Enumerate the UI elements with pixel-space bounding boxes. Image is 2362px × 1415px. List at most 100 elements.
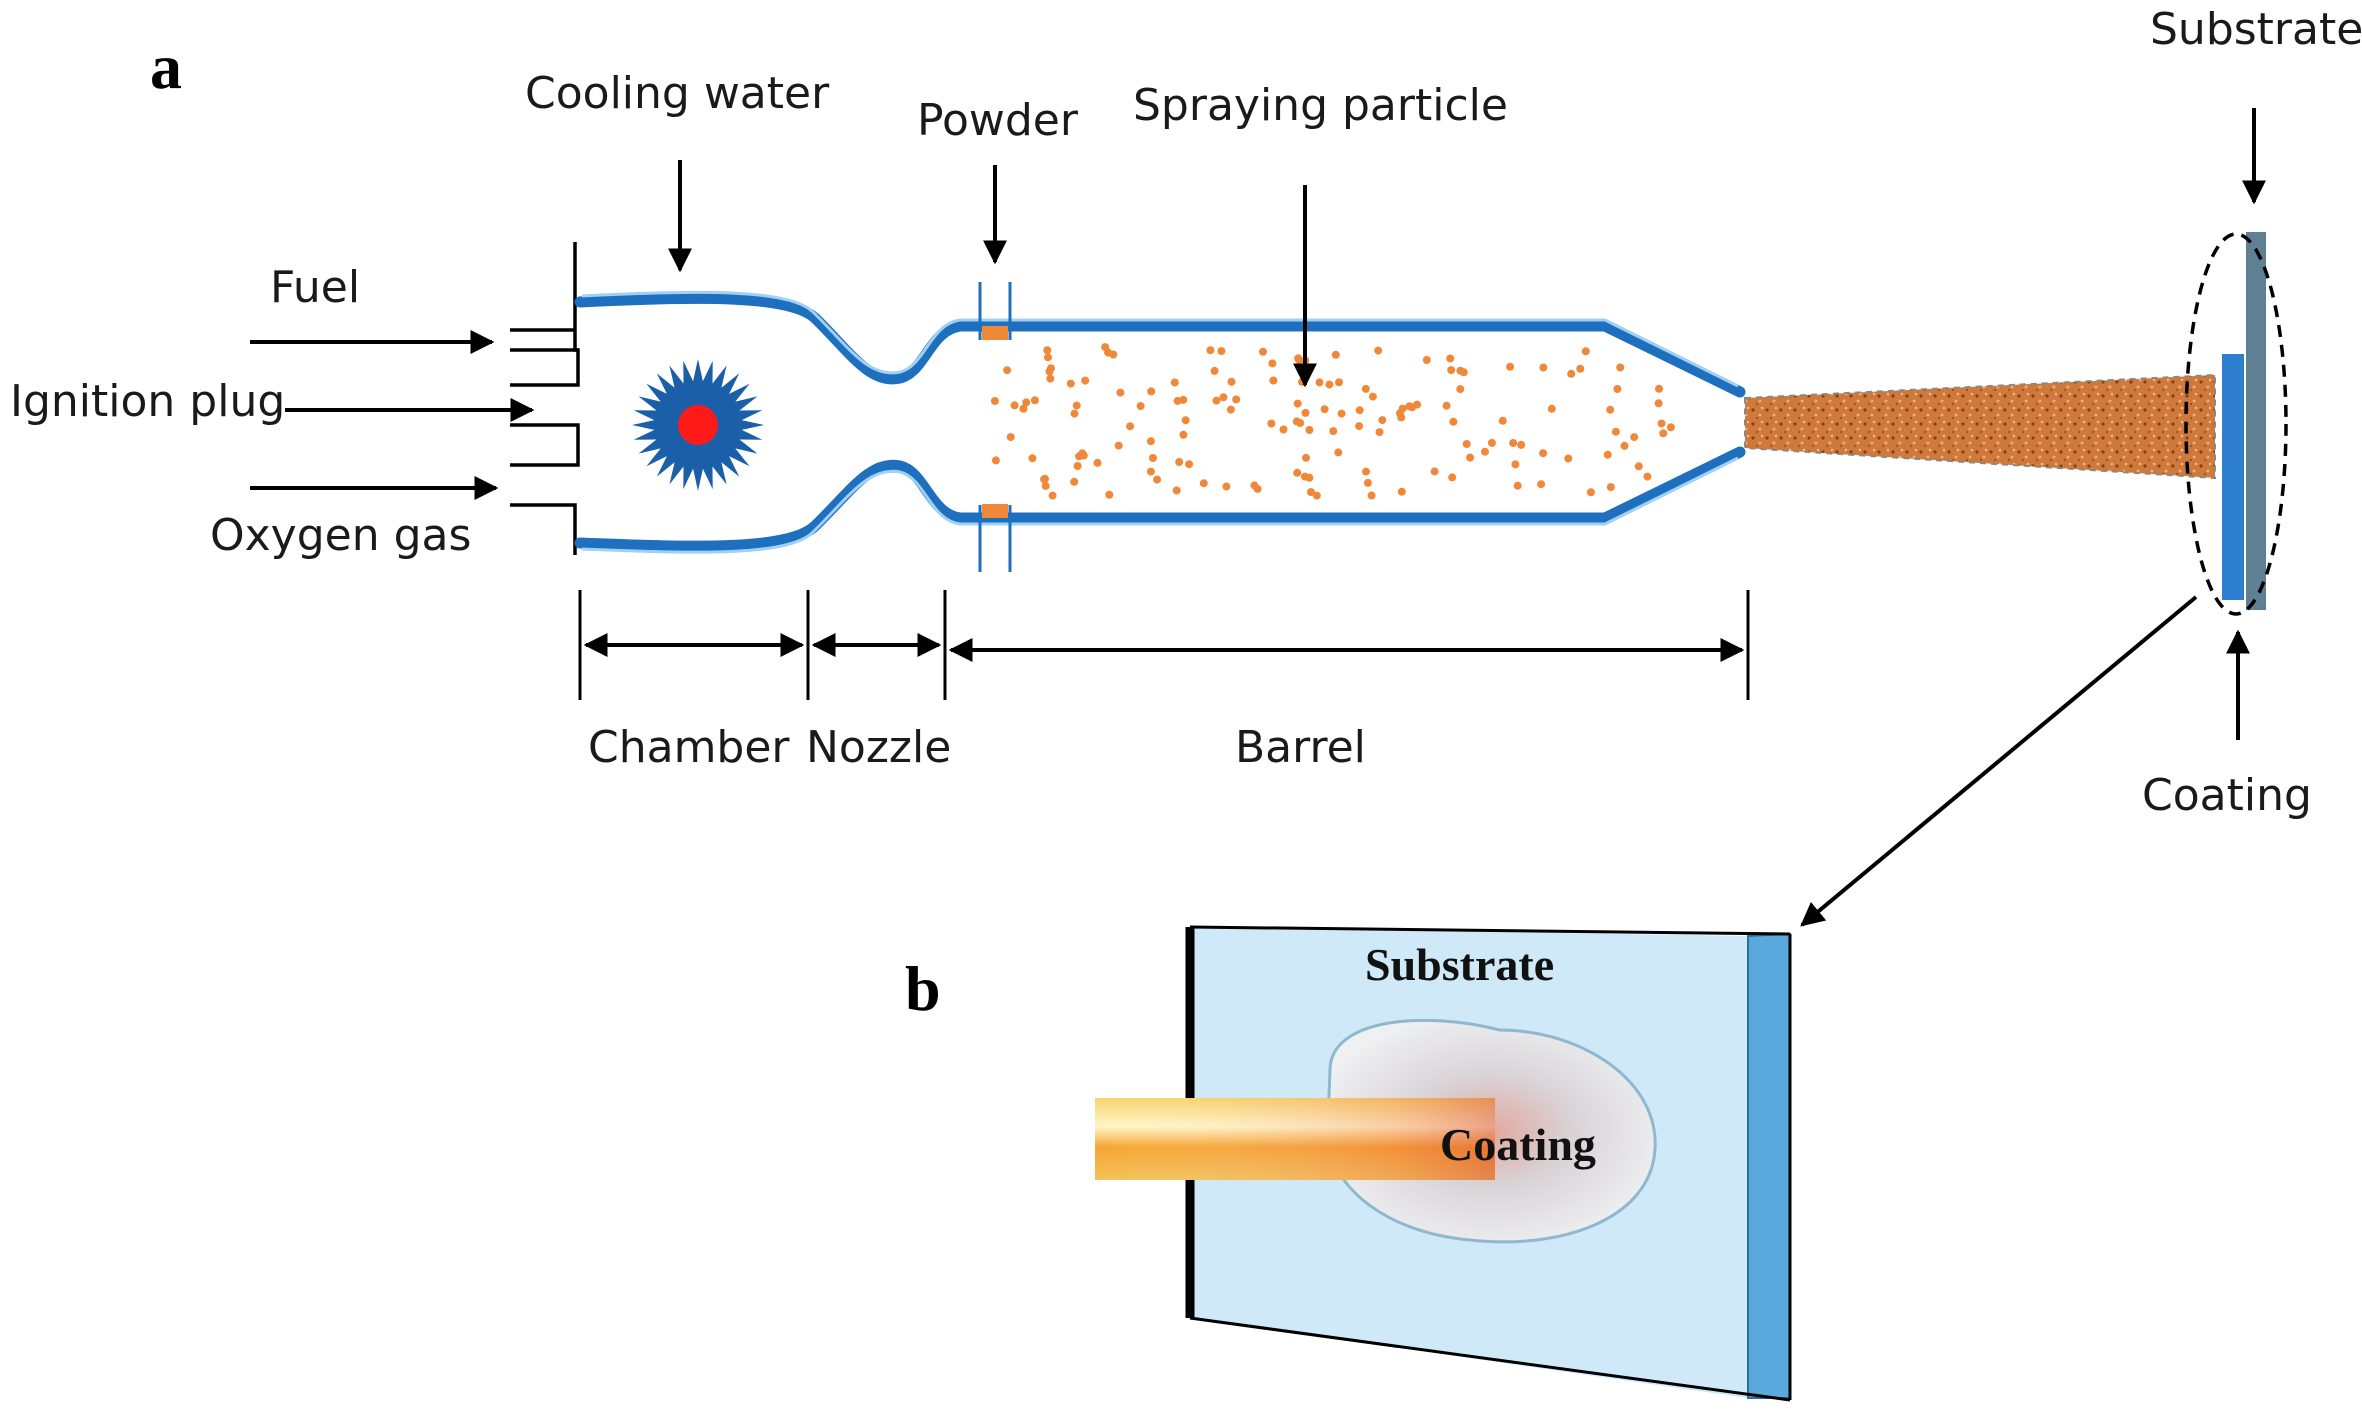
particle-dot [1072, 401, 1081, 410]
particle-dot [991, 456, 1000, 465]
particle-dot [1267, 419, 1276, 428]
ignition-flame-icon [632, 359, 764, 491]
particle-dot [1446, 354, 1455, 363]
particle-dot [1172, 486, 1181, 495]
label-barrel: Barrel [1235, 722, 1366, 773]
particle-dot [1093, 458, 1102, 467]
particle-dot [1043, 346, 1052, 355]
particle-dot [1547, 404, 1556, 413]
particle-dot [1206, 346, 1215, 355]
particle-dot [1227, 377, 1236, 386]
inlet-manifold [510, 242, 580, 555]
label-coating-b: Coating [1440, 1119, 1596, 1170]
particle-dot [1022, 398, 1031, 407]
particle-dot [1606, 483, 1615, 492]
particle-dot [1268, 359, 1277, 368]
panel-label-a: a [150, 31, 182, 102]
particle-dot [1397, 413, 1406, 422]
particle-dot [1047, 364, 1055, 373]
particle-dot [1481, 447, 1489, 456]
label-cooling-water: Cooling water [525, 68, 830, 119]
particle-dot [1232, 395, 1241, 404]
particle-dot [1466, 453, 1475, 462]
particle-dot [1222, 482, 1231, 491]
particle-dot [1613, 385, 1622, 393]
particle-dot [1643, 472, 1652, 481]
dimension-lines [578, 590, 1750, 700]
particle-dot [1212, 396, 1221, 405]
particle-dot [1081, 376, 1090, 385]
label-oxygen-gas: Oxygen gas [210, 510, 471, 561]
particle-dot [1459, 368, 1468, 377]
particle-dot [1126, 422, 1135, 431]
particle-dot [1449, 417, 1458, 426]
particle-dot [1028, 454, 1037, 463]
particle-dot [1146, 467, 1155, 476]
particle-dot [1576, 364, 1585, 373]
particle-dot [1513, 481, 1522, 490]
spraying-particles [990, 343, 1675, 500]
particle-dot [1019, 404, 1028, 413]
particle-dot [1517, 440, 1526, 449]
label-arrows [250, 108, 2266, 927]
particle-dot [1378, 416, 1387, 425]
substrate-closeup: Substrate Coating [1095, 925, 1792, 1402]
particle-dot [1422, 356, 1431, 364]
particle-dot [1301, 408, 1310, 417]
label-substrate-b: Substrate [1365, 939, 1554, 990]
particle-dot [1335, 378, 1343, 387]
particle-dot [1320, 405, 1329, 414]
particle-dot [1003, 366, 1012, 375]
panel-label-b: b [905, 953, 941, 1024]
label-fuel: Fuel [270, 262, 360, 313]
particle-dot [1620, 441, 1629, 450]
label-nozzle: Nozzle [806, 722, 951, 773]
particle-dot [1362, 467, 1370, 476]
particle-dot [1250, 481, 1259, 490]
particle-dot [1070, 409, 1079, 418]
particle-dot [1375, 428, 1384, 437]
particle-dot [1654, 399, 1663, 408]
particle-dot [1537, 480, 1546, 489]
particle-dot [1217, 347, 1226, 356]
particle-dot [1487, 438, 1496, 447]
particle-dot [1634, 462, 1643, 471]
particle-dot [1279, 425, 1288, 434]
particle-dot [1105, 490, 1114, 499]
particle-dot [1363, 478, 1372, 487]
particle-dot [1302, 453, 1310, 462]
particle-dot [1073, 462, 1082, 470]
particle-dot [1185, 460, 1194, 469]
particle-dot [1539, 363, 1548, 372]
particle-dot [1397, 487, 1406, 496]
particle-dot [1509, 439, 1518, 447]
particle-dot [1146, 437, 1155, 446]
particle-dot [1334, 448, 1343, 457]
particle-dot [1374, 346, 1383, 355]
particle-dot [1179, 430, 1188, 439]
particle-dot [1329, 427, 1338, 436]
particle-dot [1657, 419, 1666, 428]
particle-dot [1367, 491, 1376, 500]
zoom-ellipse [2184, 232, 2288, 616]
particle-dot [1006, 433, 1015, 442]
particle-dot [1044, 353, 1052, 362]
label-coating: Coating [2142, 770, 2312, 821]
particle-dot [1448, 473, 1457, 482]
particle-dot [1292, 417, 1301, 426]
particle-dot [1300, 472, 1309, 481]
particle-dot [1078, 449, 1087, 458]
particle-dot [1293, 468, 1302, 477]
particle-dot [1567, 369, 1576, 378]
particle-dot [1179, 395, 1188, 404]
particle-dot [1294, 355, 1303, 364]
particle-dot [1046, 374, 1055, 383]
particle-dot [1030, 396, 1039, 405]
particle-dot [1315, 378, 1324, 387]
particle-dot [1606, 405, 1615, 414]
particle-dot [1269, 376, 1278, 385]
particle-dot [1170, 378, 1179, 387]
particle-dot [1498, 416, 1507, 425]
particle-dot [1181, 416, 1190, 425]
